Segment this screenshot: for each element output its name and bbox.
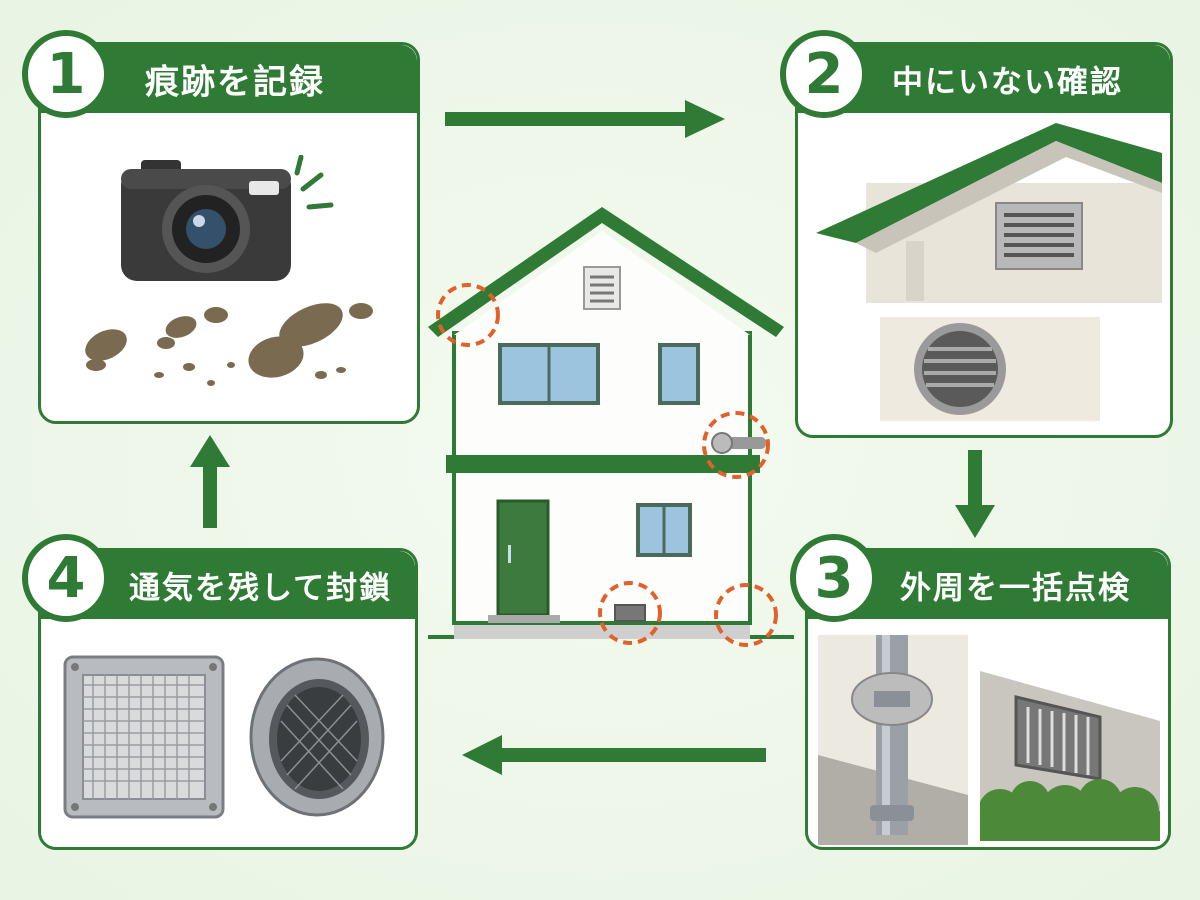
step-4-header: 通気を残して封鎖: [41, 551, 415, 619]
arrow-right: [445, 100, 725, 138]
step-3-title: 外周を一括点検: [900, 570, 1131, 607]
downpipe-icon: [818, 635, 968, 845]
step-3-panel: 外周を一括点検: [805, 548, 1171, 850]
foundation-vent-icon: [980, 671, 1160, 841]
roof-eave-vent-icon: [816, 123, 1162, 303]
round-vent-icon: [880, 317, 1100, 421]
step-3-number: 3: [790, 534, 878, 622]
step-2-number: 2: [780, 30, 868, 118]
arrow-down: [955, 450, 995, 538]
step-4-title: 通気を残して封鎖: [129, 570, 393, 607]
arrow-up: [190, 435, 230, 528]
camera-icon: [121, 155, 334, 281]
square-mesh-vent-icon: [63, 655, 225, 819]
footprints-icon: [85, 303, 373, 386]
round-mesh-vent-icon: [249, 657, 385, 817]
step-1-panel: 痕跡を記録: [38, 42, 420, 424]
house-icon: [428, 207, 794, 647]
arrow-left: [462, 735, 766, 775]
step-2-panel: 中にいない確認: [795, 42, 1173, 438]
step-4-number: 4: [22, 534, 110, 622]
step-2-title: 中にいない確認: [892, 64, 1123, 101]
step-1-title: 痕跡を記録: [145, 62, 325, 103]
step-1-number: 1: [22, 30, 110, 118]
